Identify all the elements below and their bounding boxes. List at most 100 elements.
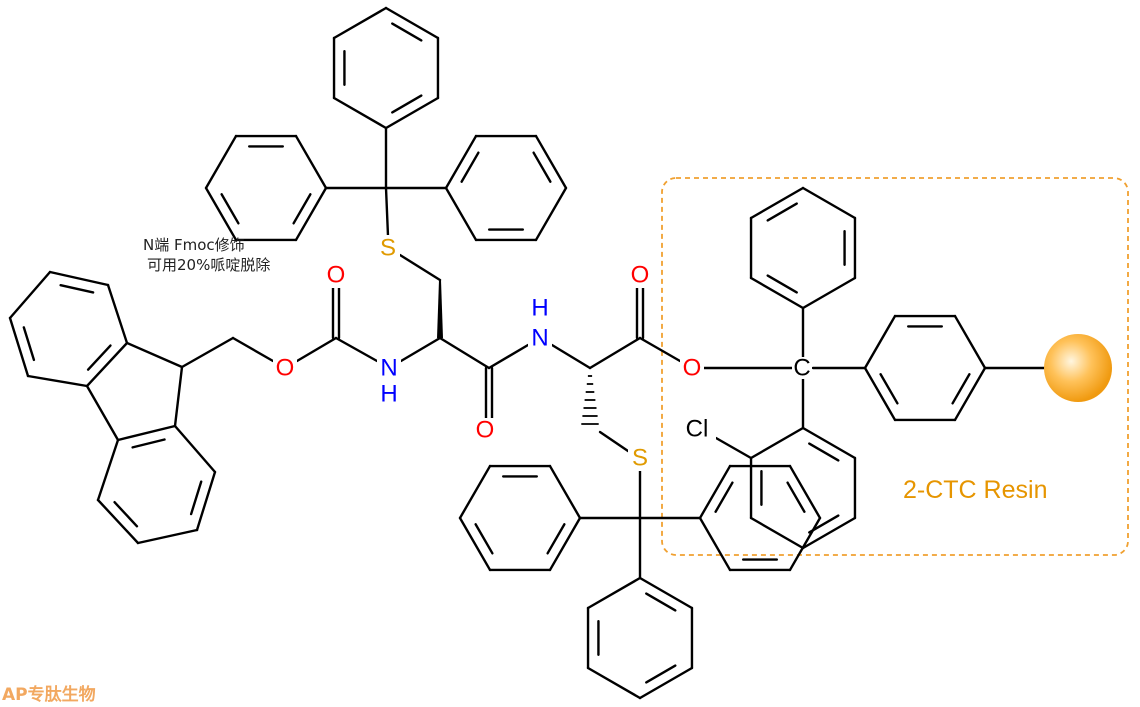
phenyl-double-bond [546, 523, 566, 555]
phenyl-bond [332, 6, 388, 40]
atom-o-carbonyl-3: O [631, 262, 650, 289]
phenyl-bond [294, 186, 328, 242]
bond [487, 343, 530, 370]
chlorophenyl-bond [749, 426, 805, 460]
fluorene-ring-upper-double-bond [22, 326, 36, 362]
bond [398, 253, 442, 282]
phenyl-bond [332, 96, 388, 130]
phenyl-double-bond [766, 202, 798, 222]
phenyl-bond [458, 464, 492, 520]
fluorene-ring-upper-bond [26, 374, 89, 388]
phenyl-bond [698, 516, 732, 572]
chlorophenyl-double-bond [808, 442, 840, 462]
bond [438, 336, 491, 370]
atom-o-carbonyl-1: O [327, 262, 346, 289]
phenyl-bond [638, 576, 694, 610]
fluorene-ring-lower-bond [96, 498, 140, 545]
resin-box [661, 177, 1129, 556]
fmoc-note-line2: 可用20%哌啶脱除 [147, 256, 270, 274]
atom-h-1: H [380, 381, 397, 408]
phenyl-bond [204, 134, 238, 190]
chlorophenyl-double-bond [808, 514, 840, 534]
phenyl-bond [444, 134, 478, 190]
atom-cl: Cl [686, 416, 709, 443]
phenyl-double-bond [391, 22, 423, 42]
chlorophenyl-bond [801, 516, 857, 550]
bond [85, 384, 120, 442]
phenyl-double-bond [292, 193, 312, 225]
phenyl-bond [788, 464, 822, 520]
phenyl-double-bond [220, 193, 240, 225]
phenyl-bond [801, 276, 857, 310]
bond [180, 336, 235, 369]
phenyl-bond [586, 576, 642, 610]
phenyl-bond [749, 276, 805, 310]
resin-bead [1044, 334, 1112, 402]
phenyl-bond [638, 666, 694, 700]
atom-h-2: H [531, 295, 548, 322]
wedge-bond [437, 280, 443, 338]
phenyl-bond [586, 666, 642, 700]
bond [295, 336, 338, 363]
phenyl-double-bond [645, 592, 677, 612]
fluorene-ring-upper-double-bond [59, 283, 95, 294]
phenyl-bond [204, 186, 238, 242]
bond [598, 430, 630, 453]
bond [638, 336, 682, 363]
phenyl-double-bond [645, 664, 677, 684]
phenyl-bond [953, 366, 987, 422]
phenyl-double-bond [714, 481, 734, 513]
phenyl-bond [444, 186, 478, 242]
chlorophenyl-bond [801, 426, 857, 460]
atom-n-1: N [380, 355, 397, 382]
fluorene-ring-upper-bond [8, 316, 30, 378]
phenyl-bond [801, 186, 857, 220]
bond [125, 341, 184, 369]
fluorene-ring-upper-bond [48, 270, 110, 287]
phenyl-double-bond [879, 373, 899, 405]
phenyl-double-bond [391, 94, 423, 114]
phenyl-double-bond [766, 274, 798, 294]
fluorene-ring-lower-double-bond [113, 500, 139, 528]
phenyl-double-bond [786, 481, 806, 513]
phenyl-bond [863, 314, 897, 370]
phenyl-bond [294, 134, 328, 190]
atom-s-1: S [380, 235, 396, 262]
atom-o-carbonyl-2: O [476, 417, 495, 444]
bond [173, 365, 184, 428]
fluorene-ring-upper-double-bond [86, 344, 112, 371]
fluorene-ring-lower-bond [96, 438, 120, 502]
atom-o-ester: O [276, 355, 295, 382]
watermark-logo: AP专肽生物 [2, 684, 96, 705]
atom-n-2: N [531, 325, 548, 352]
phenyl-bond [384, 96, 440, 130]
phenyl-bond [788, 516, 822, 572]
phenyl-double-bond [951, 373, 971, 405]
phenyl-bond [534, 186, 568, 242]
bond [714, 436, 753, 460]
phenyl-bond [698, 464, 732, 520]
fluorene-ring-lower-double-bond [131, 438, 166, 449]
bond [399, 336, 442, 363]
fluorene-ring-lower-bond [136, 528, 199, 545]
phenyl-bond [548, 464, 582, 520]
atom-s-2: S [632, 445, 648, 472]
fluorene-ring-lower-bond [173, 424, 217, 474]
fluorene-ring-lower-bond [195, 470, 217, 532]
fluorene-ring-upper-bond [106, 283, 129, 345]
bond [231, 336, 275, 363]
phenyl-bond [458, 516, 492, 572]
bond [588, 336, 642, 370]
bond [334, 336, 379, 363]
phenyl-bond [953, 314, 987, 370]
resin-label: 2-CTC Resin [903, 476, 1047, 504]
fluorene-ring-lower-double-bond [189, 480, 203, 516]
phenyl-bond [548, 516, 582, 572]
phenyl-bond [384, 6, 440, 40]
phenyl-bond [534, 134, 568, 190]
atom-c-trityl: C [793, 355, 810, 382]
phenyl-double-bond [474, 523, 494, 555]
phenyl-bond [749, 186, 805, 220]
bond [384, 186, 390, 238]
bond [550, 343, 592, 370]
